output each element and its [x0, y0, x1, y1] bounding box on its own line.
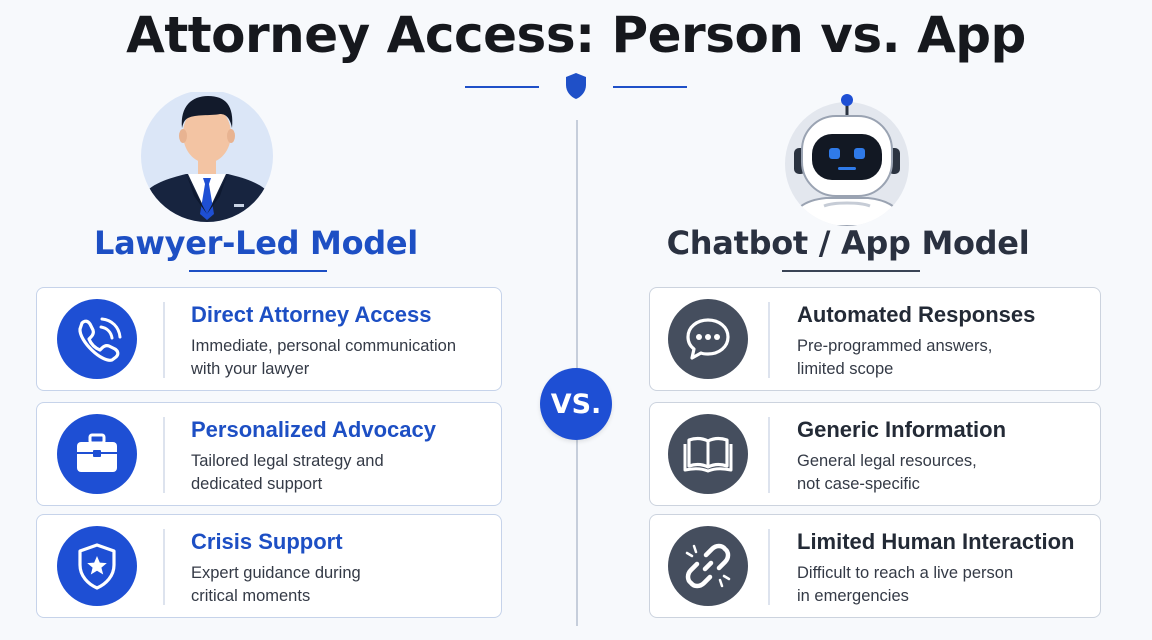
app-model-rule [782, 270, 920, 272]
card-description: Immediate, personal communication with y… [191, 337, 457, 378]
card-title: Direct Attorney Access [191, 302, 432, 327]
app-model-heading: Chatbot / App Model [666, 224, 1030, 262]
card-direct-attorney-access: Direct Attorney Access Immediate, person… [36, 287, 502, 391]
shield-star-icon [57, 526, 137, 606]
title-rule-right [613, 86, 687, 88]
card-generic-information: Generic Information General legal resour… [649, 402, 1101, 506]
card-limited-human-interaction: Limited Human Interaction Difficult to r… [649, 514, 1101, 618]
title-rule-left [465, 86, 539, 88]
page-title: Attorney Access: Person vs. App [126, 6, 1026, 64]
card-description: Expert guidance during critical moments [191, 564, 361, 605]
open-book-icon [668, 414, 748, 494]
card-automated-responses: Automated Responses Pre-programmed answe… [649, 287, 1101, 391]
card-description: Pre-programmed answers, limited scope [797, 337, 993, 378]
card-crisis-support: Crisis Support Expert guidance during cr… [36, 514, 502, 618]
card-title: Automated Responses [797, 302, 1036, 327]
card-title: Limited Human Interaction [797, 529, 1075, 554]
robot-avatar-icon [785, 94, 909, 226]
card-title: Generic Information [797, 417, 1007, 442]
lawyer-avatar-icon [141, 92, 273, 222]
card-description: Tailored legal strategy and dedicated su… [191, 452, 384, 493]
shield-icon [566, 73, 586, 99]
card-title: Personalized Advocacy [191, 417, 436, 442]
lawyer-model-rule [189, 270, 327, 272]
card-description: Difficult to reach a live person in emer… [797, 564, 1014, 605]
briefcase-icon [57, 414, 137, 494]
phone-icon [57, 299, 137, 379]
card-title: Crisis Support [191, 529, 343, 554]
broken-link-icon [668, 526, 748, 606]
vs-badge: VS. [540, 368, 612, 440]
chat-bubble-icon [668, 299, 748, 379]
card-description: General legal resources, not case-specif… [797, 452, 977, 493]
card-personalized-advocacy: Personalized Advocacy Tailored legal str… [36, 402, 502, 506]
lawyer-model-heading: Lawyer-Led Model [94, 224, 418, 262]
